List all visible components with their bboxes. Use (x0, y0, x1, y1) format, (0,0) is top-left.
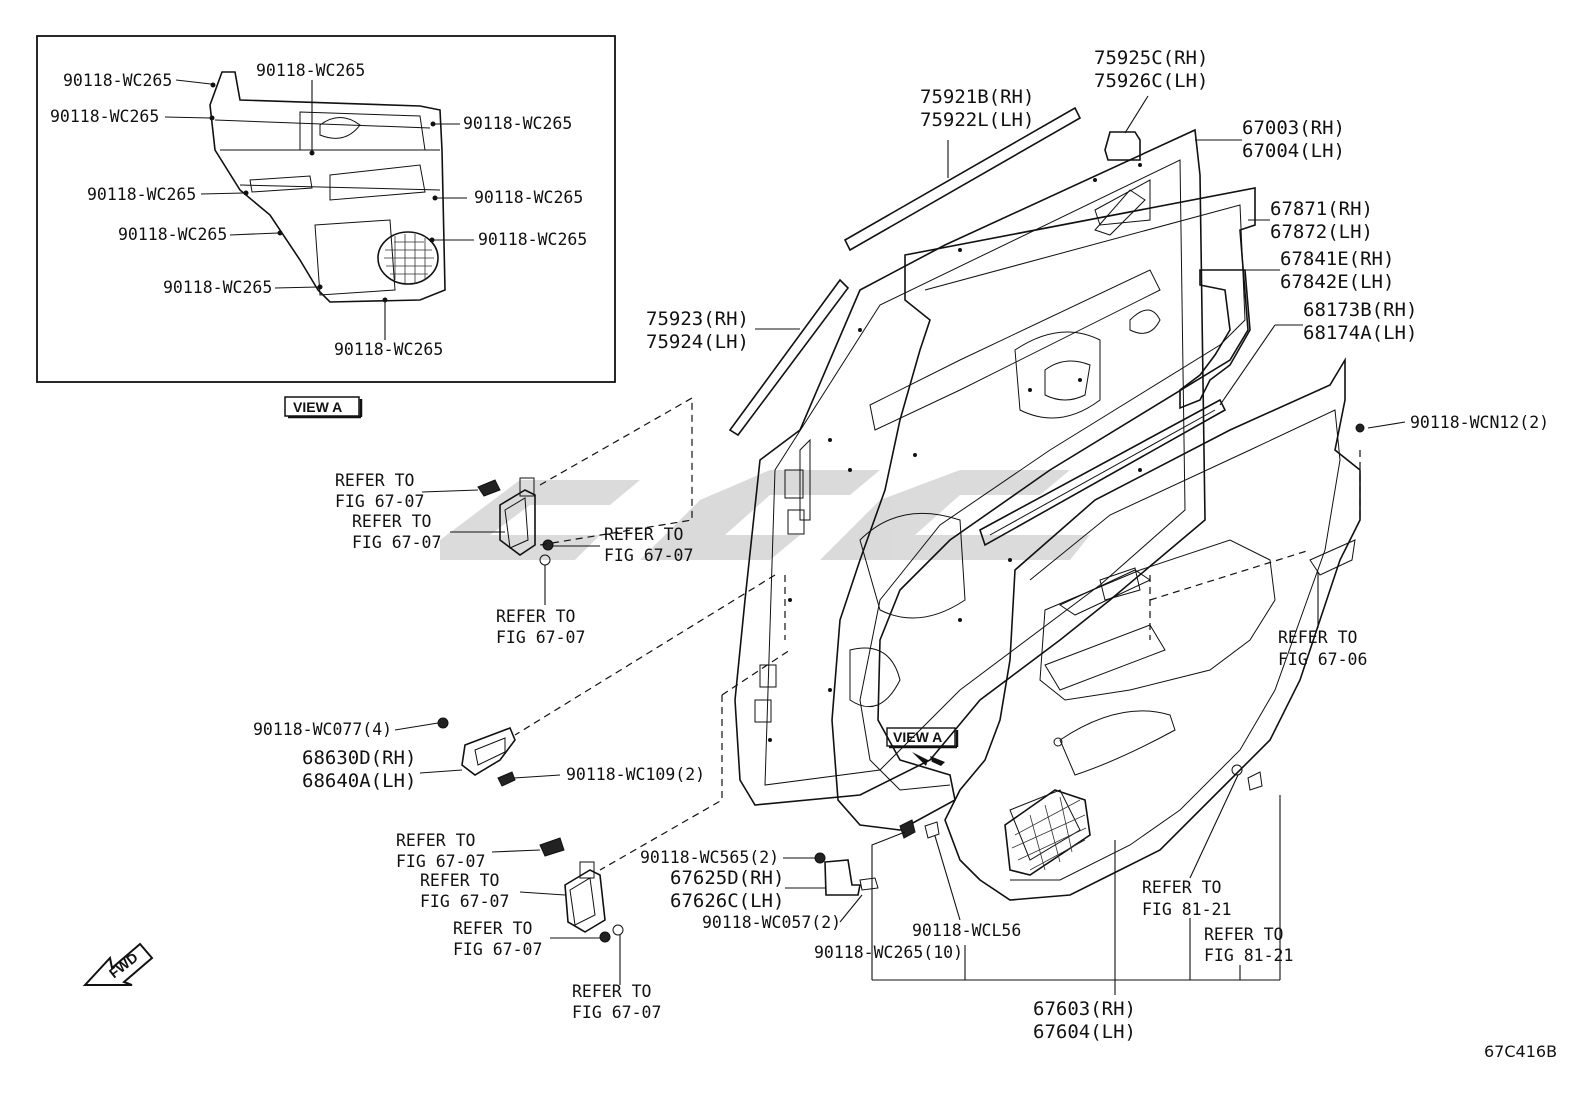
refer-labels: REFER TO FIG 67-07 REFER TO FIG 67-07 RE… (335, 471, 1367, 1022)
watermark-logo (440, 470, 1090, 560)
inset-trim-panel (209, 71, 446, 303)
svg-text:67842E(LH): 67842E(LH) (1280, 271, 1394, 293)
svg-text:68174A(LH): 68174A(LH) (1303, 322, 1417, 344)
inset-label-8: 90118-WC265 (478, 230, 587, 249)
upper-hinge (477, 477, 554, 566)
weatherstrip-67871 (831, 187, 1256, 831)
fastener-labels: 90118-WCN12(2) 90118-WC077(4) 90118-WC10… (253, 413, 1549, 962)
svg-text:FIG 67-06: FIG 67-06 (1278, 650, 1367, 669)
svg-text:75921B(RH): 75921B(RH) (920, 86, 1034, 108)
svg-text:REFER TO: REFER TO (1142, 878, 1221, 897)
view-a-pointer: VIEW A (886, 727, 959, 766)
svg-text:REFER TO: REFER TO (1278, 628, 1357, 647)
svg-text:90118-WCL56: 90118-WCL56 (912, 921, 1021, 940)
svg-text:67003(RH): 67003(RH) (1242, 117, 1345, 139)
svg-text:FIG 67-07: FIG 67-07 (352, 533, 441, 552)
svg-text:67626C(LH): 67626C(LH) (670, 890, 784, 912)
svg-text:90118-WC565(2): 90118-WC565(2) (640, 848, 779, 867)
inset-clip-marks (209, 82, 438, 303)
svg-text:67625D(RH): 67625D(RH) (670, 867, 784, 889)
svg-text:68630D(RH): 68630D(RH) (302, 747, 416, 769)
svg-text:FIG 67-07: FIG 67-07 (604, 546, 693, 565)
svg-text:FIG 67-07: FIG 67-07 (396, 852, 485, 871)
svg-text:75922L(LH): 75922L(LH) (920, 109, 1034, 131)
glass-run-strips (728, 106, 1146, 437)
svg-text:75923(RH): 75923(RH) (646, 308, 749, 330)
svg-text:90118-WC109(2): 90118-WC109(2) (566, 765, 705, 784)
svg-text:REFER TO: REFER TO (1204, 925, 1283, 944)
inset-label-2: 90118-WC265 (50, 107, 159, 126)
svg-text:90118-WCN12(2): 90118-WCN12(2) (1410, 413, 1549, 432)
inset-label-9: 90118-WC265 (163, 278, 272, 297)
svg-text:REFER TO: REFER TO (453, 919, 532, 938)
part-number-labels: 75925C(RH) 75926C(LH) 75921B(RH) 75922L(… (302, 47, 1417, 1043)
svg-text:67004(LH): 67004(LH) (1242, 140, 1345, 162)
svg-text:67603(RH): 67603(RH) (1033, 998, 1136, 1020)
inset-label-10: 90118-WC265 (334, 340, 443, 359)
svg-text:68640A(LH): 68640A(LH) (302, 770, 416, 792)
svg-text:68173B(RH): 68173B(RH) (1303, 299, 1417, 321)
svg-text:90118-WC077(4): 90118-WC077(4) (253, 720, 392, 739)
trim-clips (899, 539, 1356, 839)
inset-frame (36, 35, 616, 383)
belt-moulding-68173 (979, 398, 1227, 547)
svg-text:67871(RH): 67871(RH) (1270, 198, 1373, 220)
inset-view-a: 90118-WC265 90118-WC265 90118-WC265 9011… (36, 35, 616, 383)
part-67841 (1179, 269, 1251, 410)
svg-text:FIG 81-21: FIG 81-21 (1204, 946, 1293, 965)
inset-speaker-grille (377, 231, 439, 285)
leader-lines (394, 95, 1406, 995)
svg-text:REFER TO: REFER TO (572, 982, 651, 1001)
svg-text:REFER TO: REFER TO (352, 512, 431, 531)
assembly-dashed-lines (514, 396, 1361, 871)
svg-text:REFER TO: REFER TO (335, 471, 414, 490)
svg-text:VIEW A: VIEW A (293, 399, 342, 415)
svg-text:FIG 67-07: FIG 67-07 (453, 940, 542, 959)
svg-text:67841E(RH): 67841E(RH) (1280, 248, 1394, 270)
fwd-arrow: FWD (82, 942, 154, 986)
svg-text:67872(LH): 67872(LH) (1270, 221, 1373, 243)
view-a-tag: VIEW A (284, 396, 363, 419)
diagram-code: 67C416B (1484, 1042, 1557, 1061)
svg-text:FIG 67-07: FIG 67-07 (420, 892, 509, 911)
inset-label-3: 90118-WC265 (256, 61, 365, 80)
svg-text:90118-WC057(2): 90118-WC057(2) (702, 913, 841, 932)
svg-text:67604(LH): 67604(LH) (1033, 1021, 1136, 1043)
svg-text:REFER TO: REFER TO (420, 871, 499, 890)
bracket-67625 (814, 852, 879, 896)
inset-label-4: 90118-WC265 (463, 114, 572, 133)
svg-text:VIEW A: VIEW A (893, 729, 942, 745)
svg-text:90118-WC265(10): 90118-WC265(10) (814, 943, 963, 962)
svg-text:75926C(LH): 75926C(LH) (1094, 70, 1208, 92)
svg-text:FIG 67-07: FIG 67-07 (572, 1003, 661, 1022)
svg-text:FIG 67-07: FIG 67-07 (335, 492, 424, 511)
door-check-68630 (437, 717, 516, 787)
inset-label-6: 90118-WC265 (474, 188, 583, 207)
inset-label-7: 90118-WC265 (118, 225, 227, 244)
svg-text:75924(LH): 75924(LH) (646, 331, 749, 353)
svg-text:75925C(RH): 75925C(RH) (1094, 47, 1208, 69)
svg-text:REFER TO: REFER TO (396, 831, 475, 850)
lower-hinge (539, 837, 624, 943)
door-panel-67003 (734, 128, 1206, 806)
inset-label-5: 90118-WC265 (87, 185, 196, 204)
svg-text:REFER TO: REFER TO (604, 525, 683, 544)
inset-label-1: 90118-WC265 (63, 71, 172, 90)
svg-text:REFER TO: REFER TO (496, 607, 575, 626)
svg-text:FIG 81-21: FIG 81-21 (1142, 900, 1231, 919)
svg-text:FIG 67-07: FIG 67-07 (496, 628, 585, 647)
